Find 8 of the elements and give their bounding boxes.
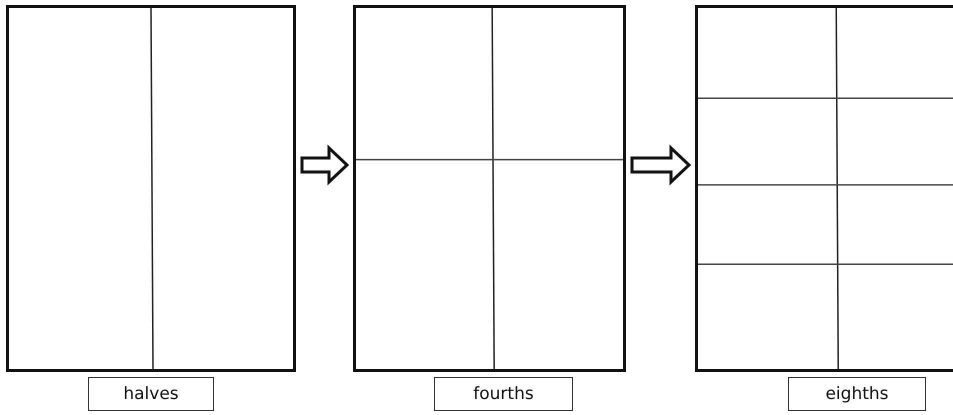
- hollow-arrow: [630, 144, 692, 186]
- paper-sheet: [695, 5, 953, 372]
- paper-sheet: [353, 5, 626, 372]
- label-box: fourths: [434, 377, 573, 411]
- label-box: eighths: [788, 377, 926, 411]
- label-box: halves: [88, 377, 214, 411]
- paper-sheet: [6, 5, 296, 372]
- hollow-arrow: [300, 144, 350, 186]
